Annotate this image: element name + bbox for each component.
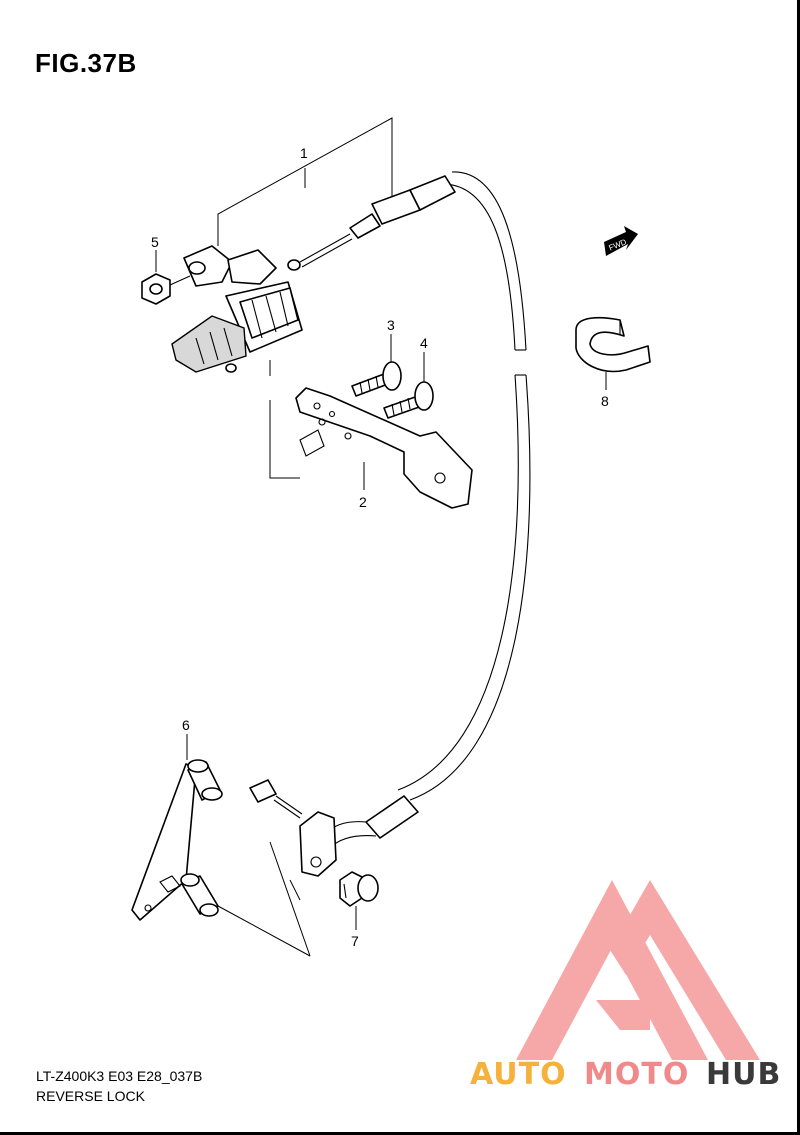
watermark-logo	[516, 880, 760, 1060]
part-8-clamp	[575, 316, 651, 390]
model-code: LT-Z400K3 E03 E28_037B	[36, 1068, 203, 1084]
figure-name: REVERSE LOCK	[36, 1088, 145, 1104]
callout-3: 3	[387, 317, 395, 333]
part-3-screw	[351, 334, 402, 397]
page-border-bottom	[0, 1132, 800, 1135]
watermark-text: AUTO MOTO HUB	[470, 1057, 781, 1092]
callout-1: 1	[300, 145, 308, 161]
callout-8: 8	[601, 393, 609, 409]
fwd-direction-arrow: FWD	[604, 226, 638, 256]
part-4-screw	[383, 352, 434, 419]
watermark-auto: AUTO	[470, 1057, 567, 1092]
part-2-plate	[269, 360, 473, 509]
part-1-bracket-lines	[217, 117, 393, 246]
callout-6: 6	[182, 717, 190, 733]
part-6-lever	[131, 734, 311, 957]
callout-4: 4	[420, 335, 428, 351]
part-5-nut	[141, 250, 191, 305]
page-border-right	[797, 0, 800, 1135]
figure-title: FIG.37B	[35, 48, 137, 78]
callout-2: 2	[359, 494, 367, 510]
reverse-cable	[287, 171, 531, 849]
lower-cable-bracket	[249, 779, 337, 957]
callout-5: 5	[151, 234, 159, 250]
watermark-hub: HUB	[706, 1057, 781, 1092]
part-7-bolt	[339, 871, 379, 930]
part-1-lock-lever-assy	[171, 245, 303, 373]
callout-numbers: 1 2 3 4 5 6 7 8	[151, 145, 609, 949]
watermark-moto: MOTO	[584, 1057, 689, 1092]
callout-7: 7	[351, 933, 359, 949]
